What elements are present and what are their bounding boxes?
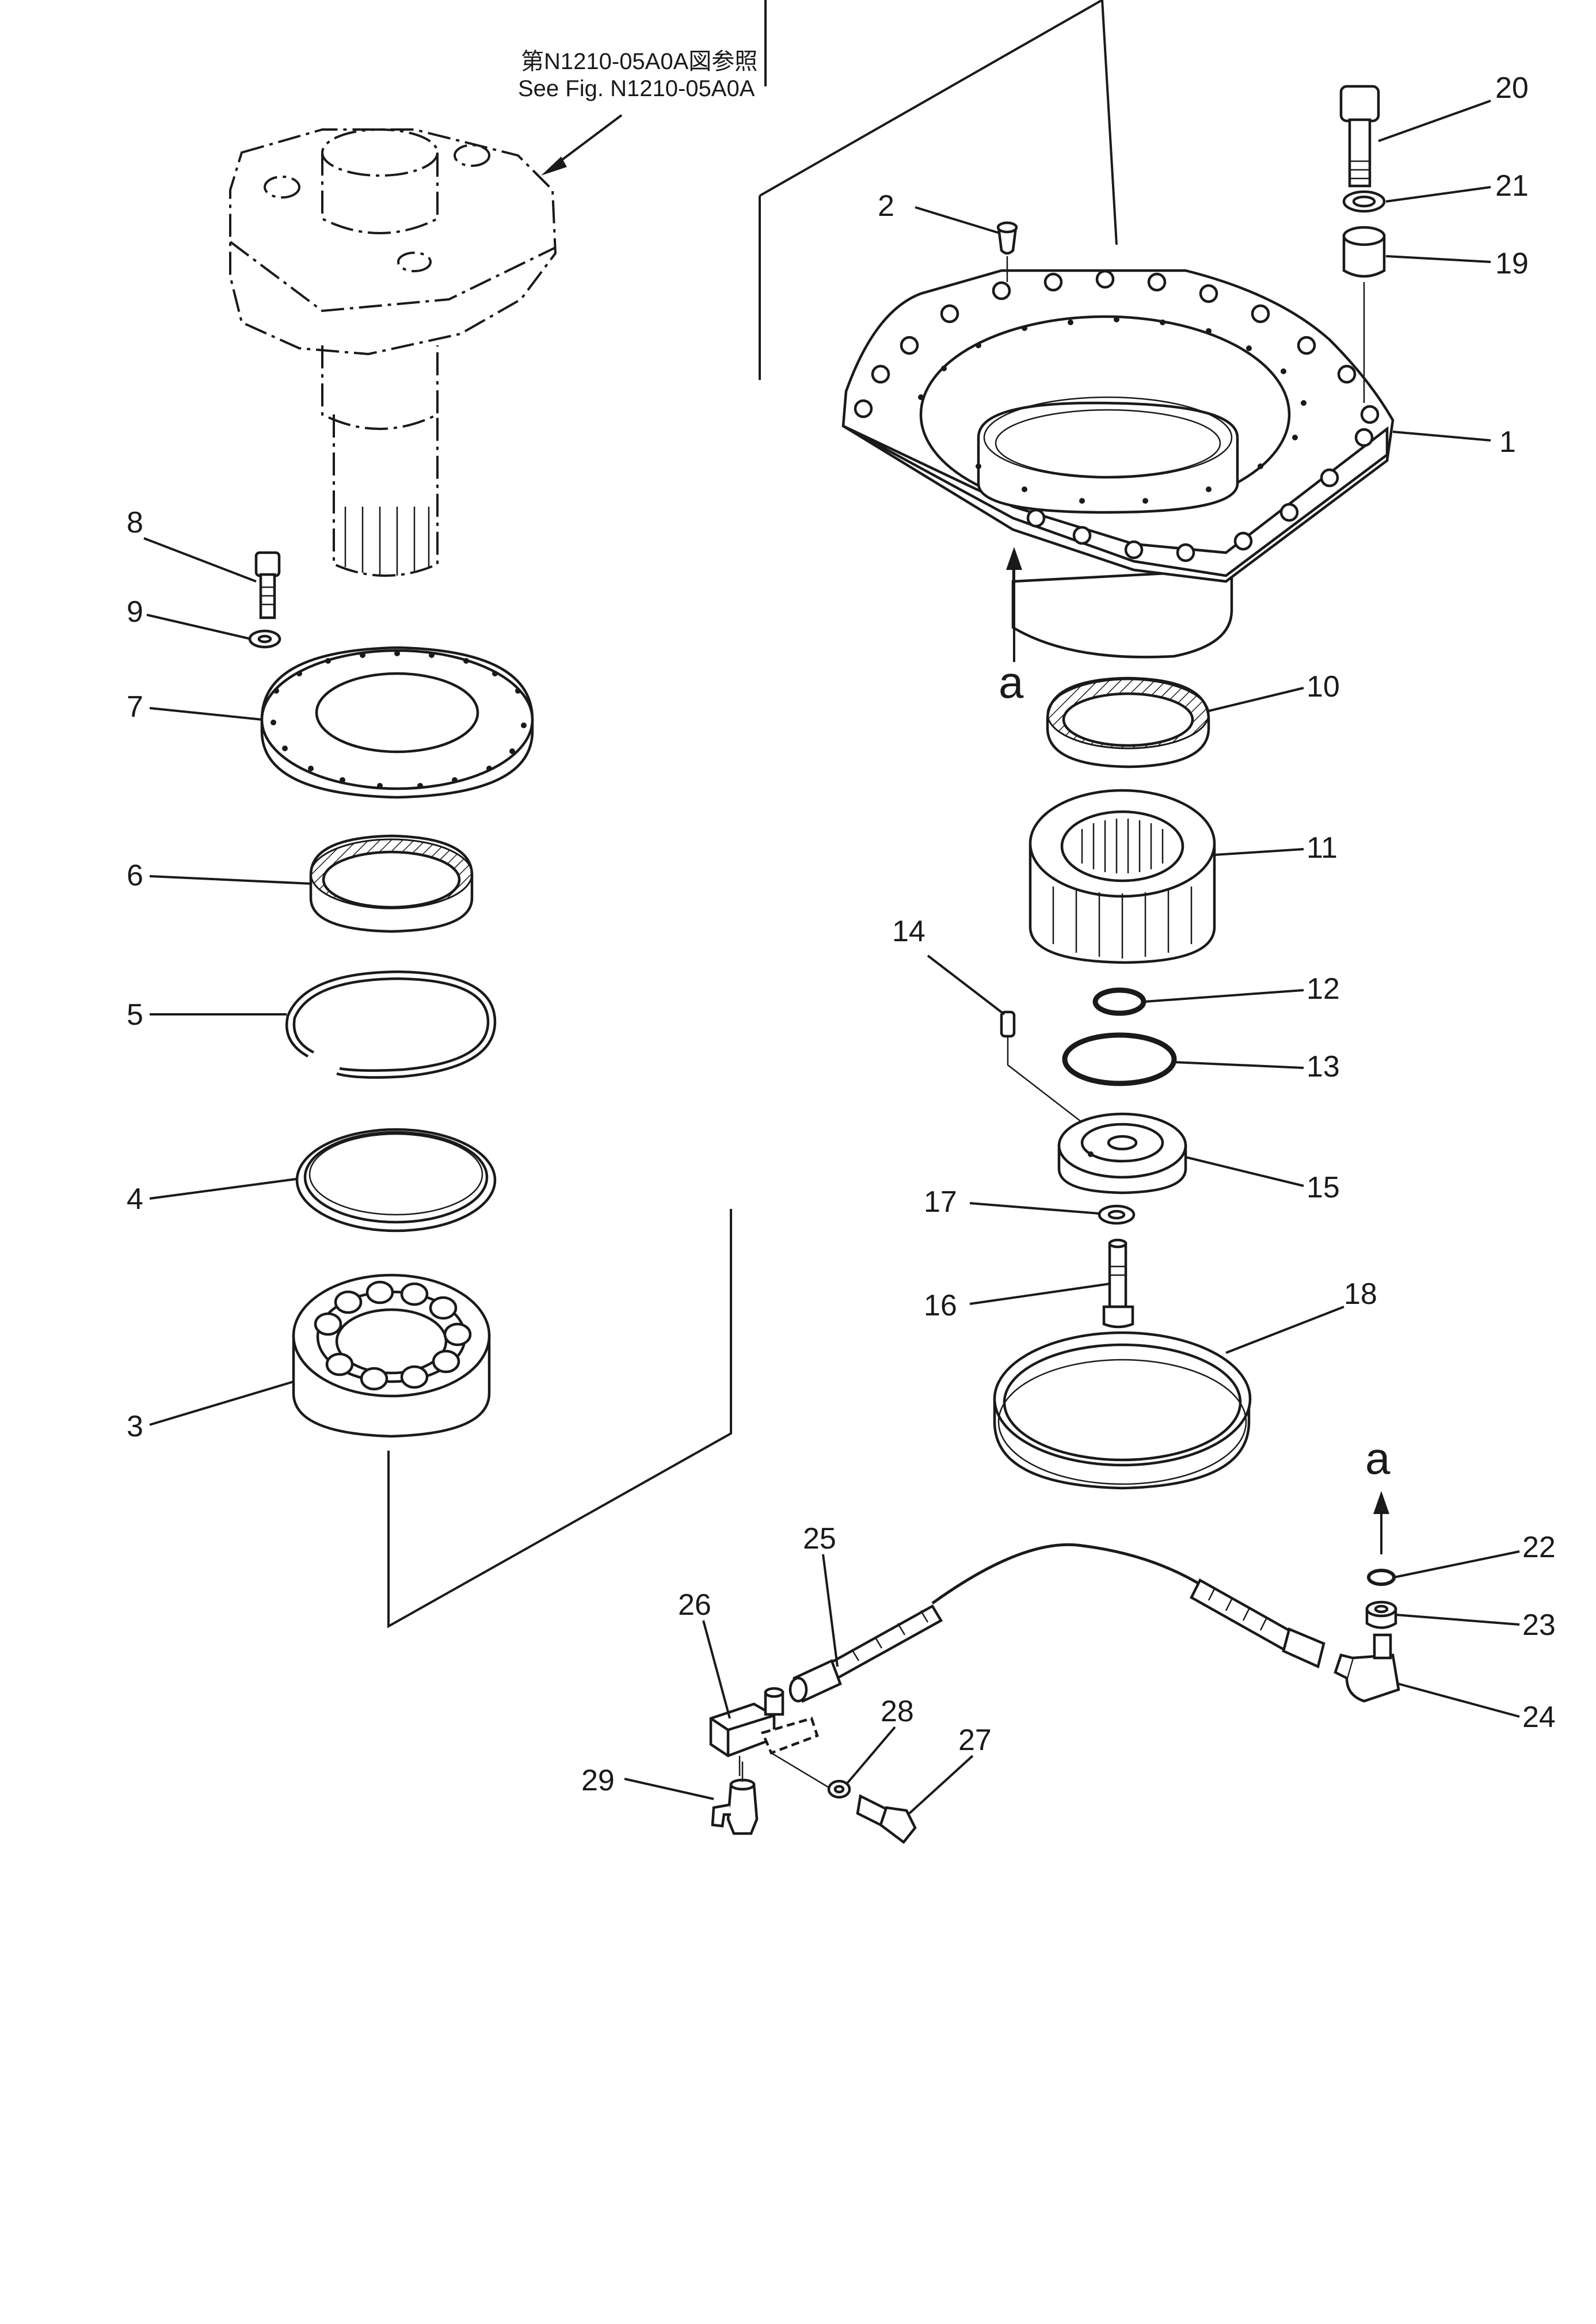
callout-15: 15 — [1306, 1171, 1340, 1204]
motor-hub-reference — [229, 128, 557, 577]
callout-26: 26 — [678, 1588, 711, 1622]
callout-3: 3 — [127, 1410, 143, 1443]
reference-note: 第N1210-05A0A図参照 See Fig. N1210-05A0A — [518, 49, 757, 176]
part-5-snap-ring — [285, 970, 497, 1079]
callout-10: 10 — [1306, 670, 1340, 703]
callout-23: 23 — [1522, 1608, 1556, 1642]
part-1-case-flange — [841, 269, 1395, 659]
part-8-bolt — [254, 551, 281, 619]
callout-numbers: 20 21 19 1 2 8 9 7 6 5 4 3 10 11 12 13 1… — [127, 71, 1556, 1797]
callout-8: 8 — [127, 506, 143, 539]
reference-arrowhead — [541, 157, 567, 176]
marker-a2-arrowhead — [1373, 1491, 1389, 1514]
part-22-o-ring — [1367, 1569, 1396, 1586]
callout-29: 29 — [581, 1764, 615, 1797]
callout-20: 20 — [1495, 71, 1529, 105]
reference-note-jp: 第N1210-05A0A図参照 — [521, 49, 757, 74]
part-9-washer — [248, 629, 281, 649]
callout-2: 2 — [878, 189, 894, 223]
callout-4: 4 — [127, 1182, 143, 1216]
part-28-washer — [827, 1779, 851, 1799]
part-23-nut — [1365, 1600, 1397, 1629]
callout-5: 5 — [127, 998, 143, 1032]
part-15-plate — [1057, 1112, 1187, 1195]
callout-6: 6 — [127, 859, 143, 892]
callout-28: 28 — [881, 1695, 914, 1728]
leader-lines — [143, 100, 1520, 1815]
callout-22: 22 — [1522, 1531, 1556, 1564]
part-18-ring — [993, 1331, 1252, 1490]
marker-a-case: a — [999, 547, 1024, 708]
marker-a-hose: a — [1365, 1433, 1391, 1554]
part-4-ring — [295, 1128, 497, 1233]
callout-18: 18 — [1344, 1277, 1377, 1311]
marker-a-label: a — [999, 657, 1024, 708]
part-26-block — [709, 1687, 784, 1776]
reference-note-en: See Fig. N1210-05A0A — [518, 76, 755, 101]
part-6-seal — [309, 834, 474, 933]
part-27-bolt — [856, 1794, 917, 1844]
part-10-seal — [1046, 676, 1210, 769]
part-2-plug — [996, 221, 1018, 282]
callout-1: 1 — [1499, 425, 1516, 459]
callout-21: 21 — [1495, 169, 1529, 203]
marker-a-arrowhead — [1006, 547, 1022, 570]
part-13-o-ring — [1062, 1032, 1177, 1086]
group-bracket-lines — [387, 0, 1118, 1629]
part-17-washer — [1098, 1204, 1136, 1225]
callout-12: 12 — [1306, 972, 1340, 1006]
callout-24: 24 — [1522, 1701, 1556, 1734]
part-16-bolt — [1102, 1238, 1134, 1329]
part-29-valve — [711, 1762, 759, 1835]
part-20-bolt — [1339, 85, 1380, 188]
callout-17: 17 — [924, 1185, 957, 1219]
part-7-cover-plate — [260, 646, 534, 799]
callout-7: 7 — [127, 690, 143, 724]
part-24-elbow — [1334, 1633, 1400, 1703]
marker-a2-label: a — [1365, 1433, 1391, 1484]
part-21-washer — [1342, 190, 1386, 213]
callout-16: 16 — [924, 1289, 957, 1322]
callout-25: 25 — [803, 1522, 836, 1555]
part-26-bracket — [760, 1717, 829, 1789]
callout-11: 11 — [1306, 831, 1338, 865]
callout-9: 9 — [127, 595, 143, 629]
part-19-collar — [1342, 226, 1386, 403]
part-11-bearing-sleeve — [1029, 789, 1216, 964]
part-12-o-ring — [1092, 987, 1146, 1016]
callout-27: 27 — [958, 1724, 992, 1757]
callout-19: 19 — [1495, 247, 1529, 280]
callout-14: 14 — [892, 915, 925, 948]
part-25-hose — [789, 1543, 1325, 1703]
part-3-ball-bearing — [292, 1273, 491, 1438]
callout-13: 13 — [1306, 1050, 1340, 1083]
